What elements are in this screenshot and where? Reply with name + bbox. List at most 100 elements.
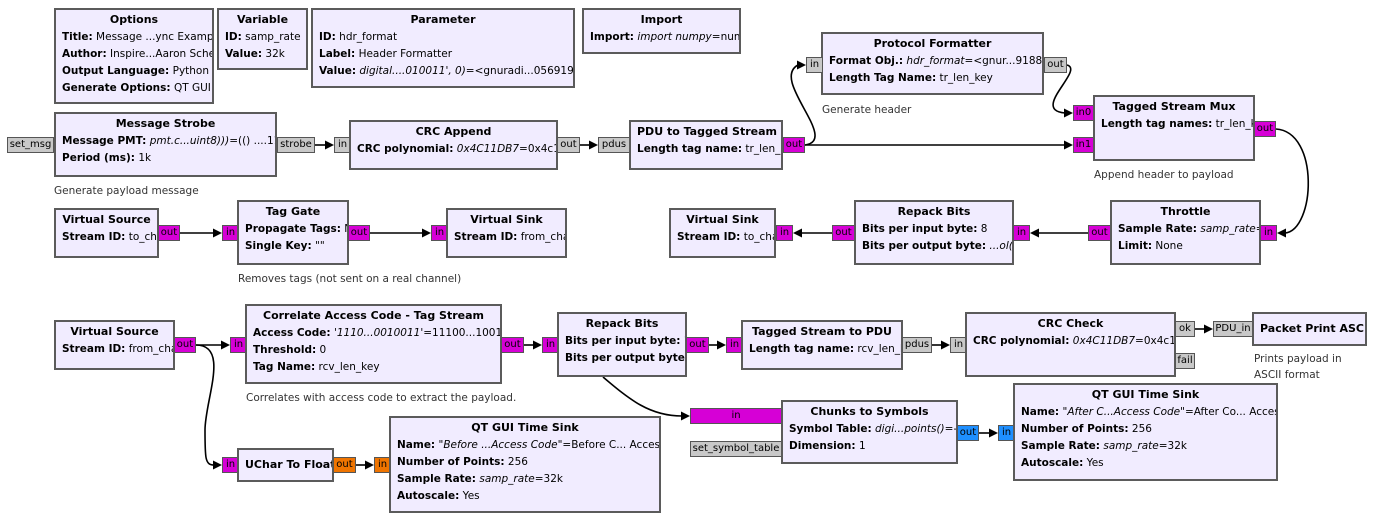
- param-row: Stream ID: from_chan: [454, 229, 565, 246]
- qt-gui-time-sink-after-block[interactable]: QT GUI Time Sink Name: "After C...Access…: [1013, 383, 1278, 481]
- set-symbol-table-port[interactable]: set_symbol_table: [690, 441, 782, 457]
- param-expression: import numpy: [637, 31, 712, 43]
- param-key: Access Code:: [253, 327, 331, 339]
- param-value: 256: [1131, 423, 1152, 435]
- crc-check-ok-port[interactable]: ok: [1175, 321, 1195, 337]
- pdu-to-tagged-stream-block[interactable]: PDU to Tagged Stream Length tag name: tr…: [629, 120, 783, 170]
- param-value: "": [315, 240, 325, 252]
- arrow-head: [589, 140, 598, 150]
- strobe-port[interactable]: strobe: [277, 137, 315, 153]
- mux-in0-port[interactable]: in0: [1073, 105, 1094, 121]
- virtual-sink-from-chan-block[interactable]: Virtual Sink Stream ID: from_chan: [446, 208, 567, 258]
- tagged-to-pdu-pdus-port[interactable]: pdus: [902, 337, 932, 353]
- param-value: Yes: [462, 490, 480, 502]
- chunks-to-symbols-block[interactable]: Chunks to Symbols Symbol Table: digi...p…: [781, 400, 958, 464]
- arrow-head: [1277, 228, 1286, 238]
- crc-check-block[interactable]: CRC Check CRC polynomial: 0x4C11DB7=0x4c…: [965, 312, 1176, 377]
- param-value: tr_len_key: [745, 143, 781, 155]
- uchar-to-float-block[interactable]: UChar To Float: [237, 448, 334, 482]
- virtual-sink-1-in-port[interactable]: in: [431, 225, 448, 241]
- param-row: Message PMT: pmt.c...uint8)))=(() ....11…: [62, 133, 275, 150]
- pdu-in-port[interactable]: PDU_in: [1213, 321, 1253, 337]
- tag-gate-block[interactable]: Tag Gate Propagate Tags: NoSingle Key: "…: [237, 200, 349, 265]
- block-title: Virtual Source: [62, 213, 151, 226]
- throttle-block[interactable]: Throttle Sample Rate: samp_rate=32kLimit…: [1110, 200, 1261, 265]
- param-key: Number of Points:: [1021, 423, 1129, 435]
- correlate-out-port[interactable]: out: [501, 337, 524, 353]
- chunks-to-symbols-in-port[interactable]: in: [690, 408, 782, 424]
- set-msg-port[interactable]: set_msg: [7, 137, 54, 153]
- comment-generate-header: Generate header: [822, 104, 912, 116]
- repack-bits-2-out-port[interactable]: out: [686, 337, 709, 353]
- param-expression: "After C...Access Code": [1062, 406, 1185, 418]
- param-key: Value:: [225, 48, 263, 60]
- chunks-out-port[interactable]: out: [957, 425, 979, 441]
- param-key: Threshold:: [253, 344, 317, 356]
- crc-append-block[interactable]: CRC Append CRC polynomial: 0x4C11DB7=0x4…: [349, 120, 558, 170]
- crc-append-out-port[interactable]: out: [557, 137, 580, 153]
- param-key: CRC polynomial:: [973, 335, 1070, 347]
- repack-bits-1-in-port[interactable]: in: [1013, 225, 1030, 241]
- param-key: Tag Name:: [253, 361, 316, 373]
- param-value: rcv_len_key: [857, 343, 901, 355]
- param-key: Name:: [1021, 406, 1060, 418]
- protocol-formatter-block[interactable]: Protocol Formatter Format Obj.: hdr_form…: [821, 32, 1044, 95]
- crc-check-fail-port[interactable]: fail: [1175, 353, 1195, 369]
- mux-in1-port[interactable]: in1: [1073, 137, 1094, 153]
- packet-print-ascii-block[interactable]: Packet Print ASCII: [1252, 312, 1367, 346]
- param-key: Bits per output byte:: [565, 352, 687, 364]
- repack-bits-1-out-port[interactable]: out: [832, 225, 855, 241]
- correlate-access-code-block[interactable]: Correlate Access Code - Tag Stream Acces…: [245, 304, 502, 384]
- message-strobe-block[interactable]: Message Strobe Message PMT: pmt.c...uint…: [54, 112, 277, 177]
- tagged-to-pdu-in-port[interactable]: in: [726, 337, 743, 353]
- param-key: Format Obj.:: [829, 55, 904, 67]
- virtual-source-2-out-port[interactable]: out: [174, 337, 196, 353]
- param-key: Length tag names:: [1101, 118, 1213, 130]
- virtual-sink-to-chan-block[interactable]: Virtual Sink Stream ID: to_chan: [669, 208, 776, 258]
- block-title: Protocol Formatter: [873, 37, 992, 50]
- protocol-formatter-in-port[interactable]: in: [806, 57, 823, 73]
- pdu-to-tagged-out-port[interactable]: out: [783, 137, 805, 153]
- param-expression: hdr_format: [906, 55, 965, 67]
- param-key: Limit:: [1118, 240, 1153, 252]
- param-value: samp_rate: [245, 31, 301, 43]
- arrow-head: [213, 460, 222, 470]
- param-key: Stream ID:: [62, 343, 126, 355]
- pdus-port[interactable]: pdus: [598, 137, 630, 153]
- virtual-source-from-chan-block[interactable]: Virtual Source Stream ID: from_chan: [54, 320, 175, 370]
- import-block[interactable]: Import Import: import numpy=numpy: [582, 8, 741, 54]
- param-evaluated: =32k: [534, 473, 563, 485]
- tagged-stream-mux-block[interactable]: Tagged Stream Mux Length tag names: tr_l…: [1093, 95, 1255, 161]
- param-key: Sample Rate:: [1118, 223, 1197, 235]
- throttle-in-port[interactable]: in: [1260, 225, 1277, 241]
- param-row: Length tag name: tr_len_key: [637, 141, 781, 158]
- virtual-source-1-out-port[interactable]: out: [158, 225, 180, 241]
- protocol-formatter-out-port[interactable]: out: [1044, 57, 1067, 73]
- block-title: Import: [640, 13, 683, 26]
- param-key: Stream ID:: [454, 231, 518, 243]
- tagged-stream-to-pdu-block[interactable]: Tagged Stream to PDU Length tag name: rc…: [741, 320, 903, 370]
- repack-bits-2-block[interactable]: Repack Bits Bits per input byte: 1Bits p…: [557, 312, 687, 377]
- param-value: Inspire...Aaron Scher: [110, 48, 214, 60]
- virtual-sink-2-in-port[interactable]: in: [776, 225, 793, 241]
- mux-out-port[interactable]: out: [1254, 121, 1276, 137]
- uchar-to-float-out-port[interactable]: out: [333, 457, 356, 473]
- virtual-source-to-chan-block[interactable]: Virtual Source Stream ID: to_chan: [54, 208, 159, 258]
- param-evaluated: =32k: [1158, 440, 1187, 452]
- param-value: 0: [319, 344, 327, 356]
- qt-gui-time-sink-before-block[interactable]: QT GUI Time Sink Name: "Before ...Access…: [389, 416, 661, 513]
- param-row: CRC polynomial: 0x4C11DB7=0x4c11db7: [973, 333, 1174, 350]
- correlate-in-port[interactable]: in: [230, 337, 247, 353]
- throttle-out-port[interactable]: out: [1088, 225, 1111, 241]
- block-title: Virtual Sink: [470, 213, 543, 226]
- param-row: Stream ID: to_chan: [62, 229, 157, 246]
- param-expression: pmt.c...uint8))): [149, 135, 230, 147]
- tag-gate-out-port[interactable]: out: [348, 225, 370, 241]
- param-row: Length tag name: rcv_len_key: [749, 341, 901, 358]
- param-row: Name: "Before ...Access Code"=Before C..…: [397, 437, 659, 454]
